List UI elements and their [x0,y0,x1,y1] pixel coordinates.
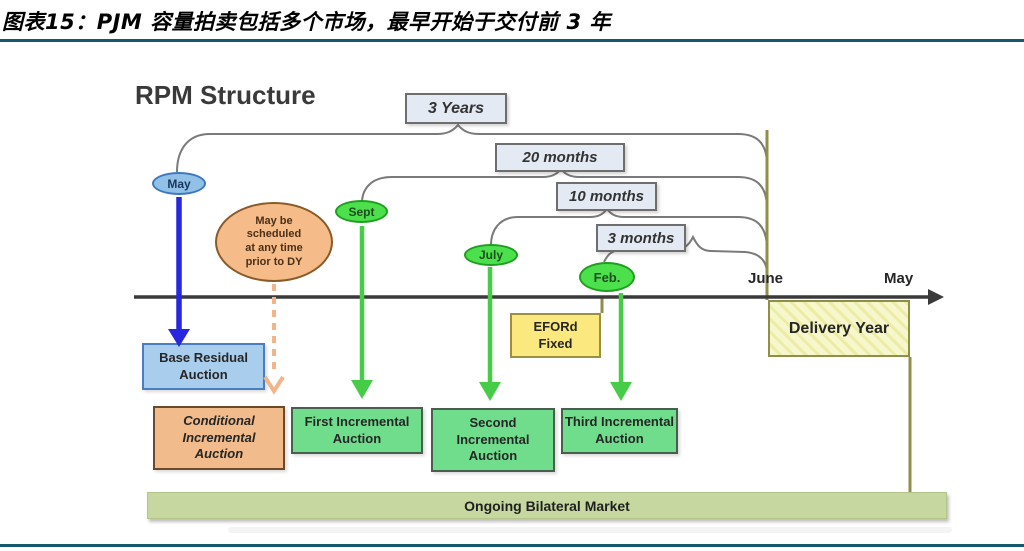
conditional-incremental-auction-box: Conditional Incremental Auction [153,406,285,470]
duration-box-10-months: 10 months [556,182,657,211]
timeline-axis [134,289,944,305]
diagram-title: RPM Structure [135,80,316,110]
timeline-label-june: June [748,270,784,287]
brace-3-years [176,123,768,173]
duration-box-3-months: 3 months [596,224,686,252]
duration-box-3-years: 3 Years [405,93,507,124]
third-incremental-auction-box: Third Incremental Auction [561,408,678,454]
duration-box-20-months: 20 months [495,143,625,172]
timeline-arrowhead [928,289,944,305]
figure-caption: 图表15：PJM 容量拍卖包括多个市场，最早开始于交付前 3 年 [2,10,611,34]
ongoing-bilateral-market-bar: Ongoing Bilateral Market [147,492,947,519]
month-ellipse-july: July [464,244,518,266]
eford-fixed-box: EFORd Fixed [510,313,601,358]
dashed-arrow-conditional [263,284,285,395]
timeline-label-may: May [884,270,914,287]
blue-arrow-may-to-base-residual [168,197,190,347]
note-ellipse-conditional-schedule: May be scheduled at any time prior to DY [215,202,333,282]
green-arrow-july-to-second [479,267,501,401]
screenshot-edge-artifact [228,527,952,533]
month-ellipse-feb: Feb. [579,262,635,292]
green-arrow-sept-to-first [351,226,373,399]
second-incremental-auction-box: Second Incremental Auction [431,408,555,472]
green-arrow-feb-to-third [610,293,632,401]
delivery-year-box: Delivery Year [768,300,910,357]
first-incremental-auction-box: First Incremental Auction [291,407,423,454]
bottom-divider-rule [0,544,1024,547]
month-ellipse-may: May [152,172,206,195]
top-divider-rule [0,39,1024,42]
base-residual-auction-box: Base Residual Auction [142,343,265,390]
month-ellipse-sept: Sept [335,200,388,223]
